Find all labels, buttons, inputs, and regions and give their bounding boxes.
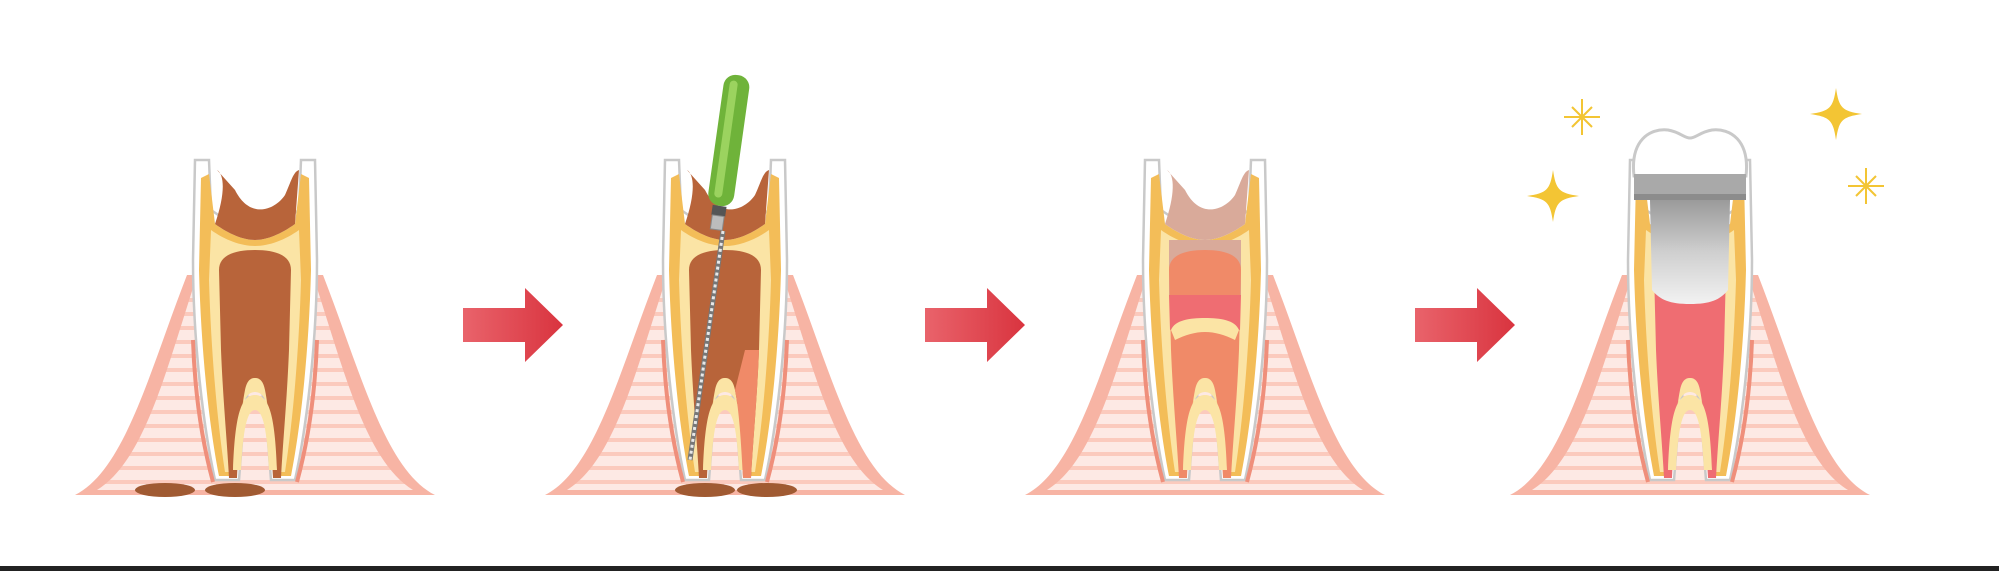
tooth-step-infected [75,158,435,497]
bottom-border [0,566,1999,571]
abscess-right [205,483,265,497]
sparkle-icon [1527,170,1579,222]
arrow-right-icon [925,288,1025,362]
temporary-filling [1165,170,1249,240]
endodontic-file-icon [687,74,750,461]
abscess-left [135,483,195,497]
crown-core [1650,200,1730,304]
crown-cap [1632,128,1748,178]
sparkle-thin-icon [1564,99,1600,135]
tooth-step-cleaning [545,158,905,497]
sparkle-icon [1810,88,1862,140]
arrow-right-icon [1415,288,1515,362]
arrow-right-icon [463,288,563,362]
decay-cavity [215,170,299,240]
tooth-step-crown [1510,128,1870,495]
tooth-step-filled [1025,158,1385,495]
sparkle-thin-icon [1848,168,1884,204]
